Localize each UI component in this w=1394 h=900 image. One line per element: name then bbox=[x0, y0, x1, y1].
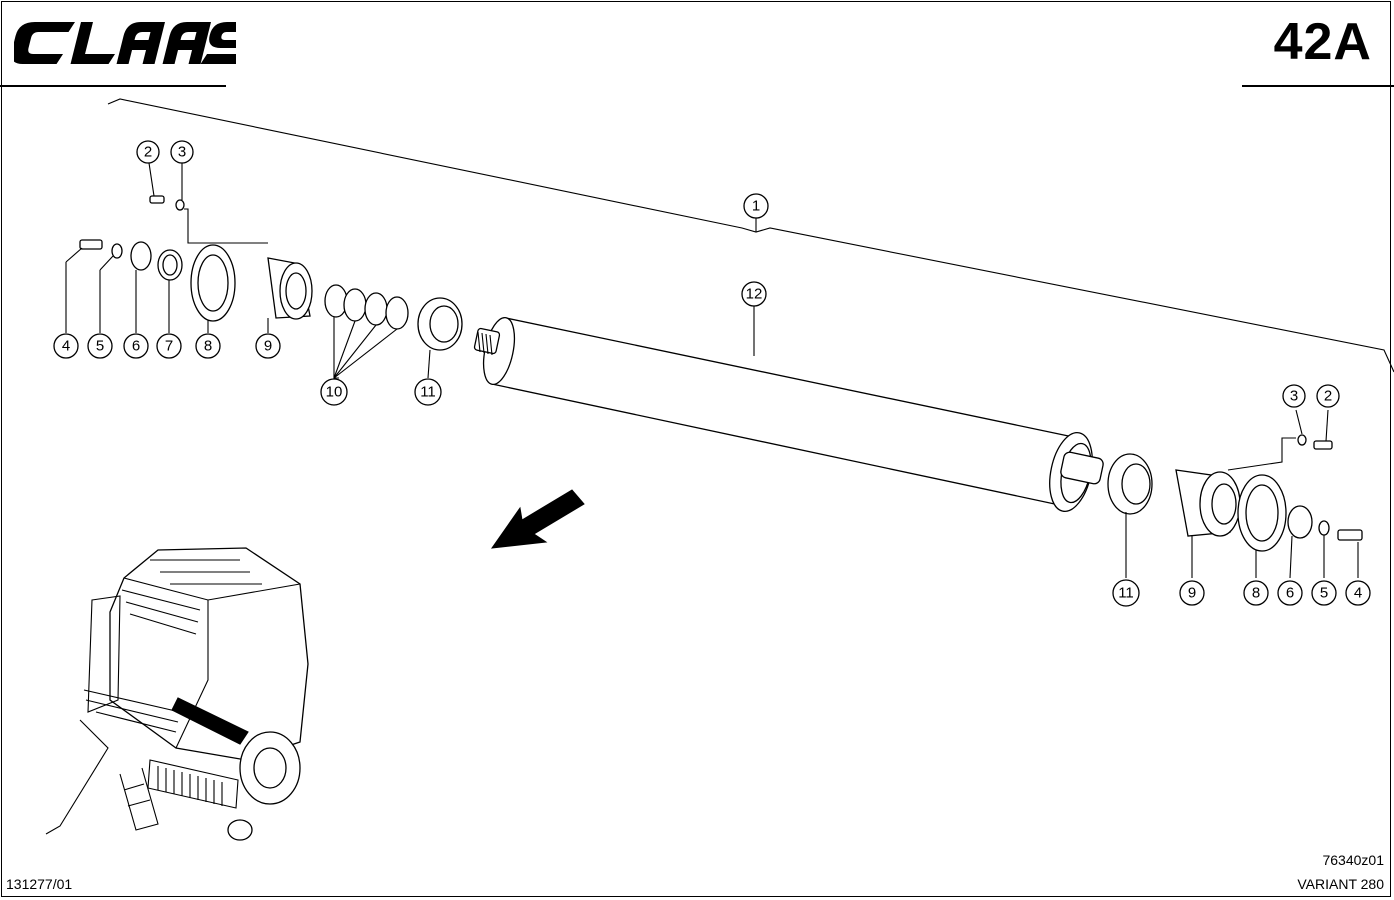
callout-left-11: 11 bbox=[414, 378, 442, 406]
callout-right-6: 6 bbox=[1277, 580, 1303, 606]
svg-text:9: 9 bbox=[264, 338, 272, 355]
callout-12: 12 bbox=[741, 281, 767, 307]
svg-text:12: 12 bbox=[746, 286, 763, 303]
drawing-code: 76340z01 bbox=[1322, 852, 1384, 868]
callout-left-9: 9 bbox=[255, 333, 281, 359]
callout-left-5: 5 bbox=[87, 333, 113, 359]
svg-text:5: 5 bbox=[1320, 585, 1328, 602]
svg-text:3: 3 bbox=[178, 144, 186, 161]
callout-left-7: 7 bbox=[156, 333, 182, 359]
svg-text:11: 11 bbox=[1118, 585, 1134, 602]
svg-text:10: 10 bbox=[326, 384, 343, 401]
svg-text:8: 8 bbox=[1252, 585, 1260, 602]
right-parts bbox=[1107, 409, 1363, 579]
callout-right-5: 5 bbox=[1311, 580, 1337, 606]
svg-text:3: 3 bbox=[1290, 388, 1298, 405]
callout-left-2: 2 bbox=[136, 140, 160, 164]
assembly-bracket bbox=[107, 98, 1394, 373]
callout-right-11: 11 bbox=[1112, 579, 1140, 607]
callout-left-3: 3 bbox=[170, 140, 194, 164]
svg-text:2: 2 bbox=[144, 144, 152, 161]
svg-text:6: 6 bbox=[1286, 585, 1294, 602]
svg-text:8: 8 bbox=[204, 338, 212, 355]
model-name: VARIANT 280 bbox=[1297, 876, 1384, 892]
svg-text:4: 4 bbox=[1354, 585, 1362, 602]
callout-left-10: 10 bbox=[320, 378, 348, 406]
svg-text:4: 4 bbox=[62, 338, 70, 355]
svg-text:2: 2 bbox=[1324, 388, 1332, 405]
header-rule-left bbox=[0, 85, 226, 87]
header-rule-right bbox=[1242, 85, 1394, 87]
roller-tube bbox=[473, 316, 1104, 512]
claas-logo bbox=[14, 22, 236, 64]
svg-text:1: 1 bbox=[752, 198, 760, 215]
callout-right-2: 2 bbox=[1316, 384, 1340, 408]
svg-text:5: 5 bbox=[96, 338, 104, 355]
callout-1: 1 bbox=[743, 193, 769, 219]
callout-left-4: 4 bbox=[53, 333, 79, 359]
direction-arrow-icon bbox=[490, 489, 585, 549]
svg-text:6: 6 bbox=[132, 338, 140, 355]
callout-right-9: 9 bbox=[1179, 580, 1205, 606]
callout-left-6: 6 bbox=[123, 333, 149, 359]
page-number: 42A bbox=[1273, 13, 1372, 71]
baler-thumbnail-icon bbox=[45, 547, 309, 841]
callout-left-8: 8 bbox=[195, 333, 221, 359]
svg-text:7: 7 bbox=[165, 338, 173, 355]
callout-right-4: 4 bbox=[1345, 580, 1371, 606]
callout-right-3: 3 bbox=[1282, 384, 1306, 408]
svg-text:11: 11 bbox=[420, 384, 436, 401]
document-number: 131277/01 bbox=[6, 876, 73, 892]
svg-text:9: 9 bbox=[1188, 585, 1196, 602]
left-parts bbox=[65, 162, 463, 379]
callout-right-8: 8 bbox=[1243, 580, 1269, 606]
